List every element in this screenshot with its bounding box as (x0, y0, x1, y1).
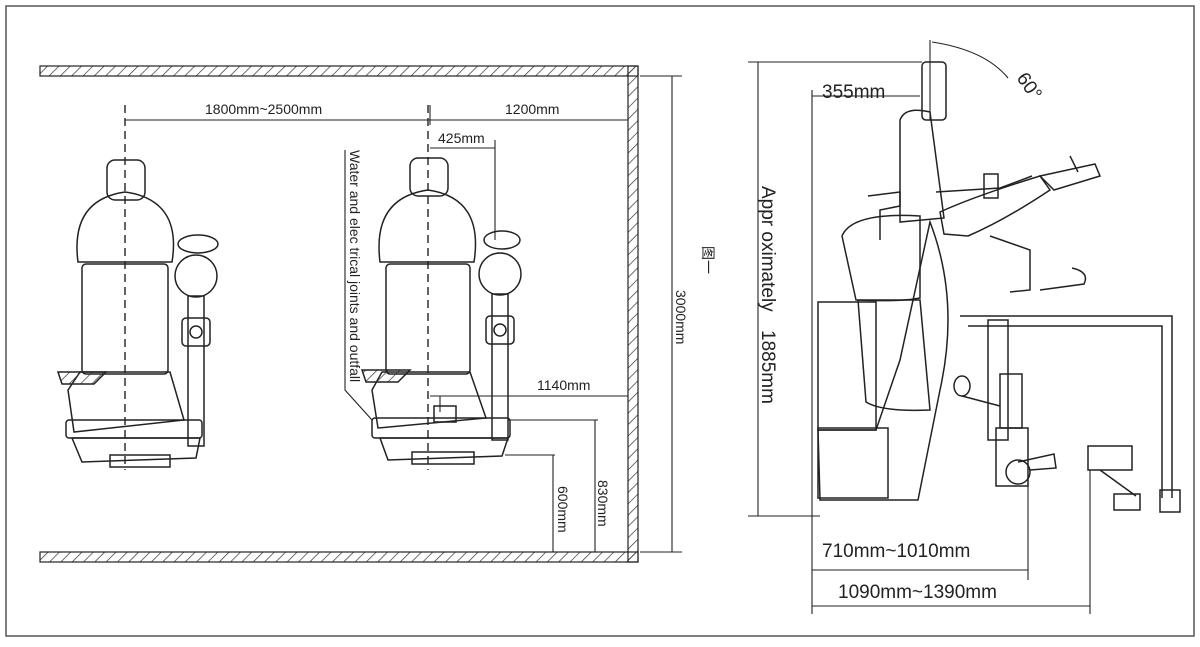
dim-right-span: 1200mm (505, 101, 559, 117)
dim-room-depth: 3000mm (673, 290, 689, 344)
side-dimension-lines (748, 40, 1091, 614)
dim-height-label: Appr oximately (757, 186, 778, 312)
dim-height-600: 600mm (555, 486, 571, 533)
dim-width-2: 1090mm~1390mm (838, 582, 997, 603)
dim-left-span: 1800mm~2500mm (205, 101, 322, 117)
outer-frame (5, 5, 1195, 637)
dim-height-830: 830mm (595, 480, 611, 527)
figure-label: 图一 (700, 246, 716, 274)
dental-chair-side (817, 61, 1181, 513)
dim-offset: 425mm (438, 130, 485, 146)
plan-dimension-lines (125, 75, 682, 553)
dental-chair-right (360, 105, 522, 470)
top-wall (39, 65, 639, 77)
bottom-wall (39, 551, 639, 563)
dim-height-value: 1885mm (757, 330, 778, 404)
plan-view: 1800mm~2500mm 1200mm 425mm 1140mm 830mm … (39, 65, 716, 563)
angle-label: 60° (1012, 69, 1046, 105)
dim-width-1: 710mm~1010mm (822, 541, 970, 562)
dim-service-x: 1140mm (537, 377, 590, 393)
utilities-note: Water and elec trical joints and outfall (347, 150, 363, 382)
right-wall (627, 65, 639, 563)
side-view: 355mm 60° Appr oximately 1885mm 710mm~10… (748, 40, 1181, 614)
dental-chair-left (56, 105, 219, 470)
dim-top: 355mm (822, 82, 885, 103)
